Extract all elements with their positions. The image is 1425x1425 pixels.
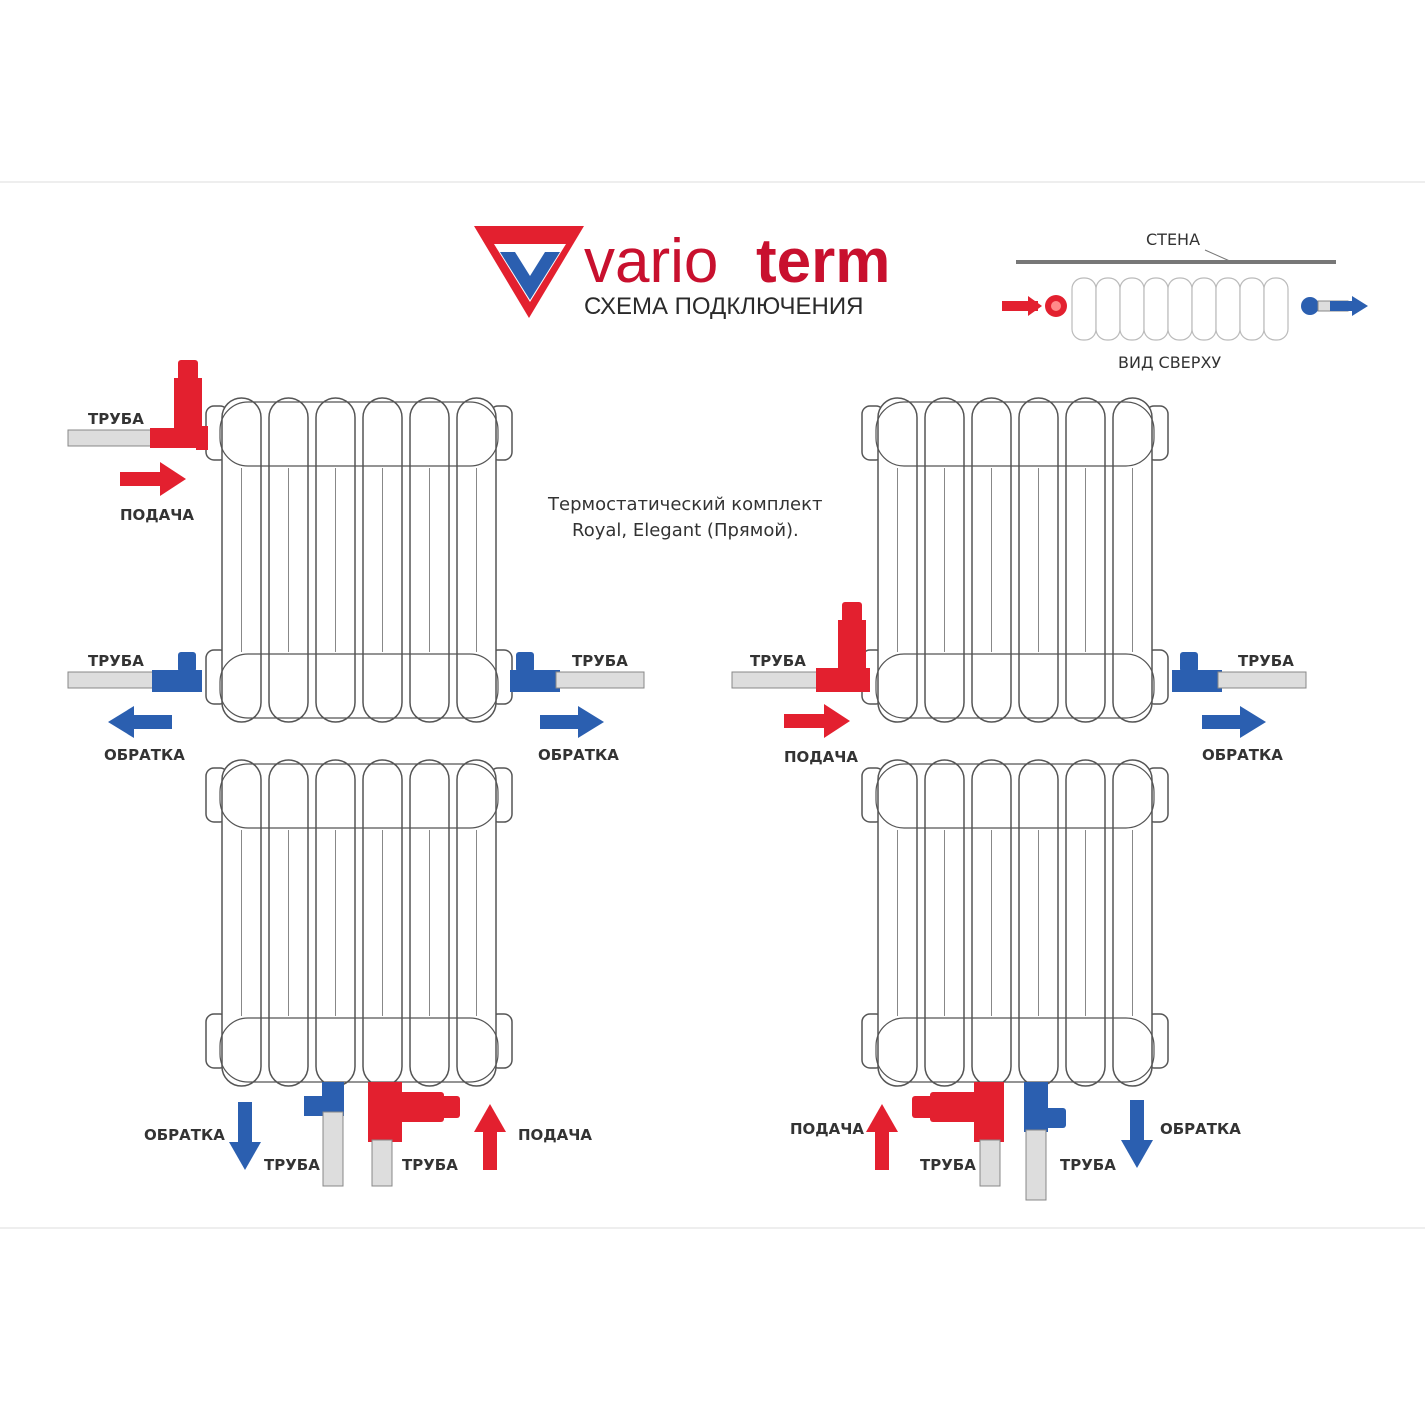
radiator-top-left xyxy=(205,397,513,723)
kit-note-line2: Royal, Elegant (Прямой). xyxy=(572,520,799,541)
top-view-section xyxy=(1263,277,1289,341)
pipe xyxy=(67,671,157,689)
pipe xyxy=(322,1111,344,1187)
top-view-diagram: СТЕНА ВИД СВЕРХУ xyxy=(1002,230,1368,372)
pipe-label: ТРУБА xyxy=(1060,1156,1116,1174)
supply-thermo-valve xyxy=(368,1082,402,1142)
scheme-top-right: ТРУБА ПОДАЧА ТРУБА ОБРАТКА xyxy=(731,602,1307,766)
return-label: ОБРАТКА xyxy=(1202,746,1283,764)
brand-word-term: term xyxy=(756,227,890,296)
return-arrow-icon xyxy=(229,1142,261,1170)
scheme-bottom-right: ТРУБА ПОДАЧА ТРУБА ОБРАТКА xyxy=(790,1082,1241,1201)
brand-logo xyxy=(474,226,584,318)
pipe-label: ТРУБА xyxy=(88,410,144,428)
radiator-top-right xyxy=(861,397,1169,723)
pipe xyxy=(555,671,645,689)
top-view-section xyxy=(1167,277,1193,341)
return-valve xyxy=(1172,670,1222,692)
return-arrow-icon xyxy=(108,706,134,738)
top-view-section xyxy=(1215,277,1241,341)
top-view-section xyxy=(1239,277,1265,341)
pipe xyxy=(371,1139,393,1187)
top-view-section xyxy=(1191,277,1217,341)
pipe-label: ТРУБА xyxy=(402,1156,458,1174)
radiator-bottom-left xyxy=(205,759,513,1087)
pipe xyxy=(1025,1129,1047,1201)
supply-label: ПОДАЧА xyxy=(784,748,858,766)
pipe xyxy=(67,429,155,447)
return-label: ОБРАТКА xyxy=(538,746,619,764)
pipe-label: ТРУБА xyxy=(750,652,806,670)
scheme-bottom-left: ТРУБА ОБРАТКА ТРУБА ПОДАЧА xyxy=(144,1082,592,1187)
supply-arrow-icon xyxy=(866,1104,898,1132)
supply-thermo-valve xyxy=(838,620,866,692)
return-valve xyxy=(510,670,560,692)
return-arrow-icon xyxy=(578,706,604,738)
pipe xyxy=(979,1139,1001,1187)
brand-word-vario: vario xyxy=(584,227,718,296)
wall-label: СТЕНА xyxy=(1146,230,1200,249)
pipe-label: ТРУБА xyxy=(264,1156,320,1174)
pipe-label: ТРУБА xyxy=(920,1156,976,1174)
top-view-section xyxy=(1119,277,1145,341)
supply-label: ПОДАЧА xyxy=(790,1120,864,1138)
supply-arrow-icon xyxy=(160,462,186,496)
return-label: ОБРАТКА xyxy=(144,1126,225,1144)
top-view-section xyxy=(1071,277,1097,341)
return-arrow-icon xyxy=(1240,706,1266,738)
return-valve-icon xyxy=(1301,297,1319,315)
scheme-top-left: ТРУБА ПОДАЧА ТРУБА ОБРАТКА ТРУБА ОБРАТКА xyxy=(67,360,645,764)
return-valve xyxy=(152,670,202,692)
kit-note-line1: Термостатический комплект xyxy=(547,494,822,515)
pipe-label: ТРУБА xyxy=(88,652,144,670)
supply-thermo-valve xyxy=(974,1082,1004,1142)
supply-arrow-icon xyxy=(824,704,850,738)
brand-subtitle: СХЕМА ПОДКЛЮЧЕНИЯ xyxy=(584,293,863,320)
radiator-bottom-right xyxy=(861,759,1169,1087)
top-view-caption: ВИД СВЕРХУ xyxy=(1118,353,1221,372)
return-arrow-icon xyxy=(1121,1140,1153,1168)
pipe xyxy=(731,671,823,689)
return-label: ОБРАТКА xyxy=(1160,1120,1241,1138)
pipe-label: ТРУБА xyxy=(572,652,628,670)
supply-label: ПОДАЧА xyxy=(120,506,194,524)
top-view-section xyxy=(1143,277,1169,341)
supply-arrow-icon xyxy=(474,1104,506,1132)
return-label: ОБРАТКА xyxy=(104,746,185,764)
top-view-section xyxy=(1095,277,1121,341)
pipe xyxy=(1217,671,1307,689)
pipe-label: ТРУБА xyxy=(1238,652,1294,670)
supply-label: ПОДАЧА xyxy=(518,1126,592,1144)
